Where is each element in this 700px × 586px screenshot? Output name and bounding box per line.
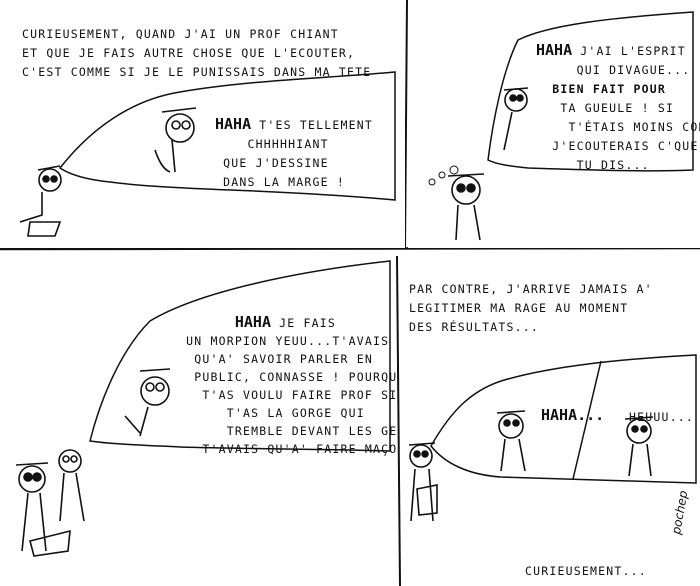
panel-4-drawing (408, 354, 697, 522)
student-figure (408, 442, 438, 522)
bubble-line-4: TA GUEULE ! SI (560, 101, 675, 115)
thought-cloud (89, 260, 391, 452)
caption-line-1: PAR CONTRE, J'ARRIVE JAMAIS A' (409, 282, 653, 296)
reply-label: HEUUU... (629, 410, 694, 424)
bubble-line-1: JE FAIS (279, 316, 336, 330)
panel-1: CURIEUSEMENT, QUAND J'AI UN PROF CHIANT … (0, 0, 405, 248)
student-figure (447, 173, 485, 241)
bubble-line-4: DANS LA MARGE ! (223, 175, 345, 189)
classmate-figure (58, 449, 85, 522)
caption-line-2: LEGITIMER MA RAGE AU MOMENT (409, 301, 629, 315)
bubble-line-2: CHHHHHIANT (247, 137, 329, 151)
bubble-line-7: TREMBLE DEVANT LES GENS, (226, 424, 396, 438)
panel-4-caption: PAR CONTRE, J'ARRIVE JAMAIS A' LEGITIMER… (409, 261, 653, 337)
panel-3-bubble: HAHA JE FAIS UN MORPION YEUU...T'AVAIS Q… (178, 295, 396, 458)
student-figure (15, 462, 71, 557)
haha-label: HAHA... (541, 406, 605, 424)
second-figure (624, 416, 654, 477)
bubble-line-4: PUBLIC, CONNASSE ! POURQUOI (194, 370, 396, 384)
haha-label: HAHA (215, 115, 252, 133)
thought-cloud (58, 71, 396, 201)
panel-2-drawing (428, 11, 694, 241)
panel-2: HAHA J'AI L'ESPRIT QUI DIVAGUE... BIEN F… (408, 0, 700, 248)
bubble-line-6: T'AS LA GORGE QUI (226, 406, 365, 420)
haha-label: HAHA (536, 41, 573, 59)
panel-1-bubble: HAHA T'ES TELLEMENT CHHHHHIANT QUE J'DES… (215, 96, 373, 192)
panel-1-caption: CURIEUSEMENT, QUAND J'AI UN PROF CHIANT … (22, 6, 371, 82)
bubble-line-3: QUE J'DESSINE (223, 156, 329, 170)
panel-1-drawing (19, 71, 396, 237)
thought-cloud (430, 354, 697, 484)
panel-4-bubble-reply: HEUUU... (629, 389, 694, 427)
panel-3-drawing (15, 260, 391, 557)
student-figure (19, 165, 62, 237)
bubble-line-6: J'ECOUTERAIS C'QUE (552, 139, 699, 153)
bubble-line-5: T'AS VOULU FAIRE PROF SI (202, 388, 396, 402)
bubble-line-1: J'AI L'ESPRIT (580, 44, 686, 58)
bubble-line-5: T'ÉTAIS MOINS CONNE, (568, 120, 700, 134)
haha-label: HAHA (234, 313, 271, 331)
teacher-figure (154, 107, 197, 173)
bubble-line-1: T'ES TELLEMENT (259, 118, 373, 132)
bubble-line-8: T'AVAIS QU'A' FAIRE MAÇON ! (202, 442, 396, 456)
bubble-line-7: TU DIS... (576, 158, 650, 172)
panel-4: PAR CONTRE, J'ARRIVE JAMAIS A' LEGITIMER… (401, 251, 700, 586)
teacher-figure (503, 87, 529, 151)
teacher-figure (124, 368, 171, 437)
teacher-figure (496, 410, 526, 472)
bubble-line-3: QU'A' SAVOIR PARLER EN (194, 352, 373, 366)
bubble-line-2: UN MORPION YEUU...T'AVAIS (186, 334, 390, 348)
panel-4-bubble-haha: HAHA... (541, 387, 604, 426)
bubble-line-2: QUI DIVAGUE... (576, 63, 691, 77)
caption-line-1: CURIEUSEMENT, QUAND J'AI UN PROF CHIANT (22, 27, 339, 41)
panel-4-footer: CURIEUSEMENT... (525, 543, 647, 581)
caption-line-2: ET QUE JE FAIS AUTRE CHOSE QUE L'ECOUTER… (22, 46, 356, 60)
panel-3: HAHA JE FAIS UN MORPION YEUU...T'AVAIS Q… (0, 251, 396, 586)
panel-2-bubble: HAHA J'AI L'ESPRIT QUI DIVAGUE... BIEN F… (536, 22, 700, 175)
caption-line-3: DES RÉSULTATS... (409, 320, 539, 334)
footer-text: CURIEUSEMENT... (525, 564, 647, 578)
bubble-line-3: BIEN FAIT POUR (552, 82, 666, 96)
thought-cloud (487, 11, 694, 172)
